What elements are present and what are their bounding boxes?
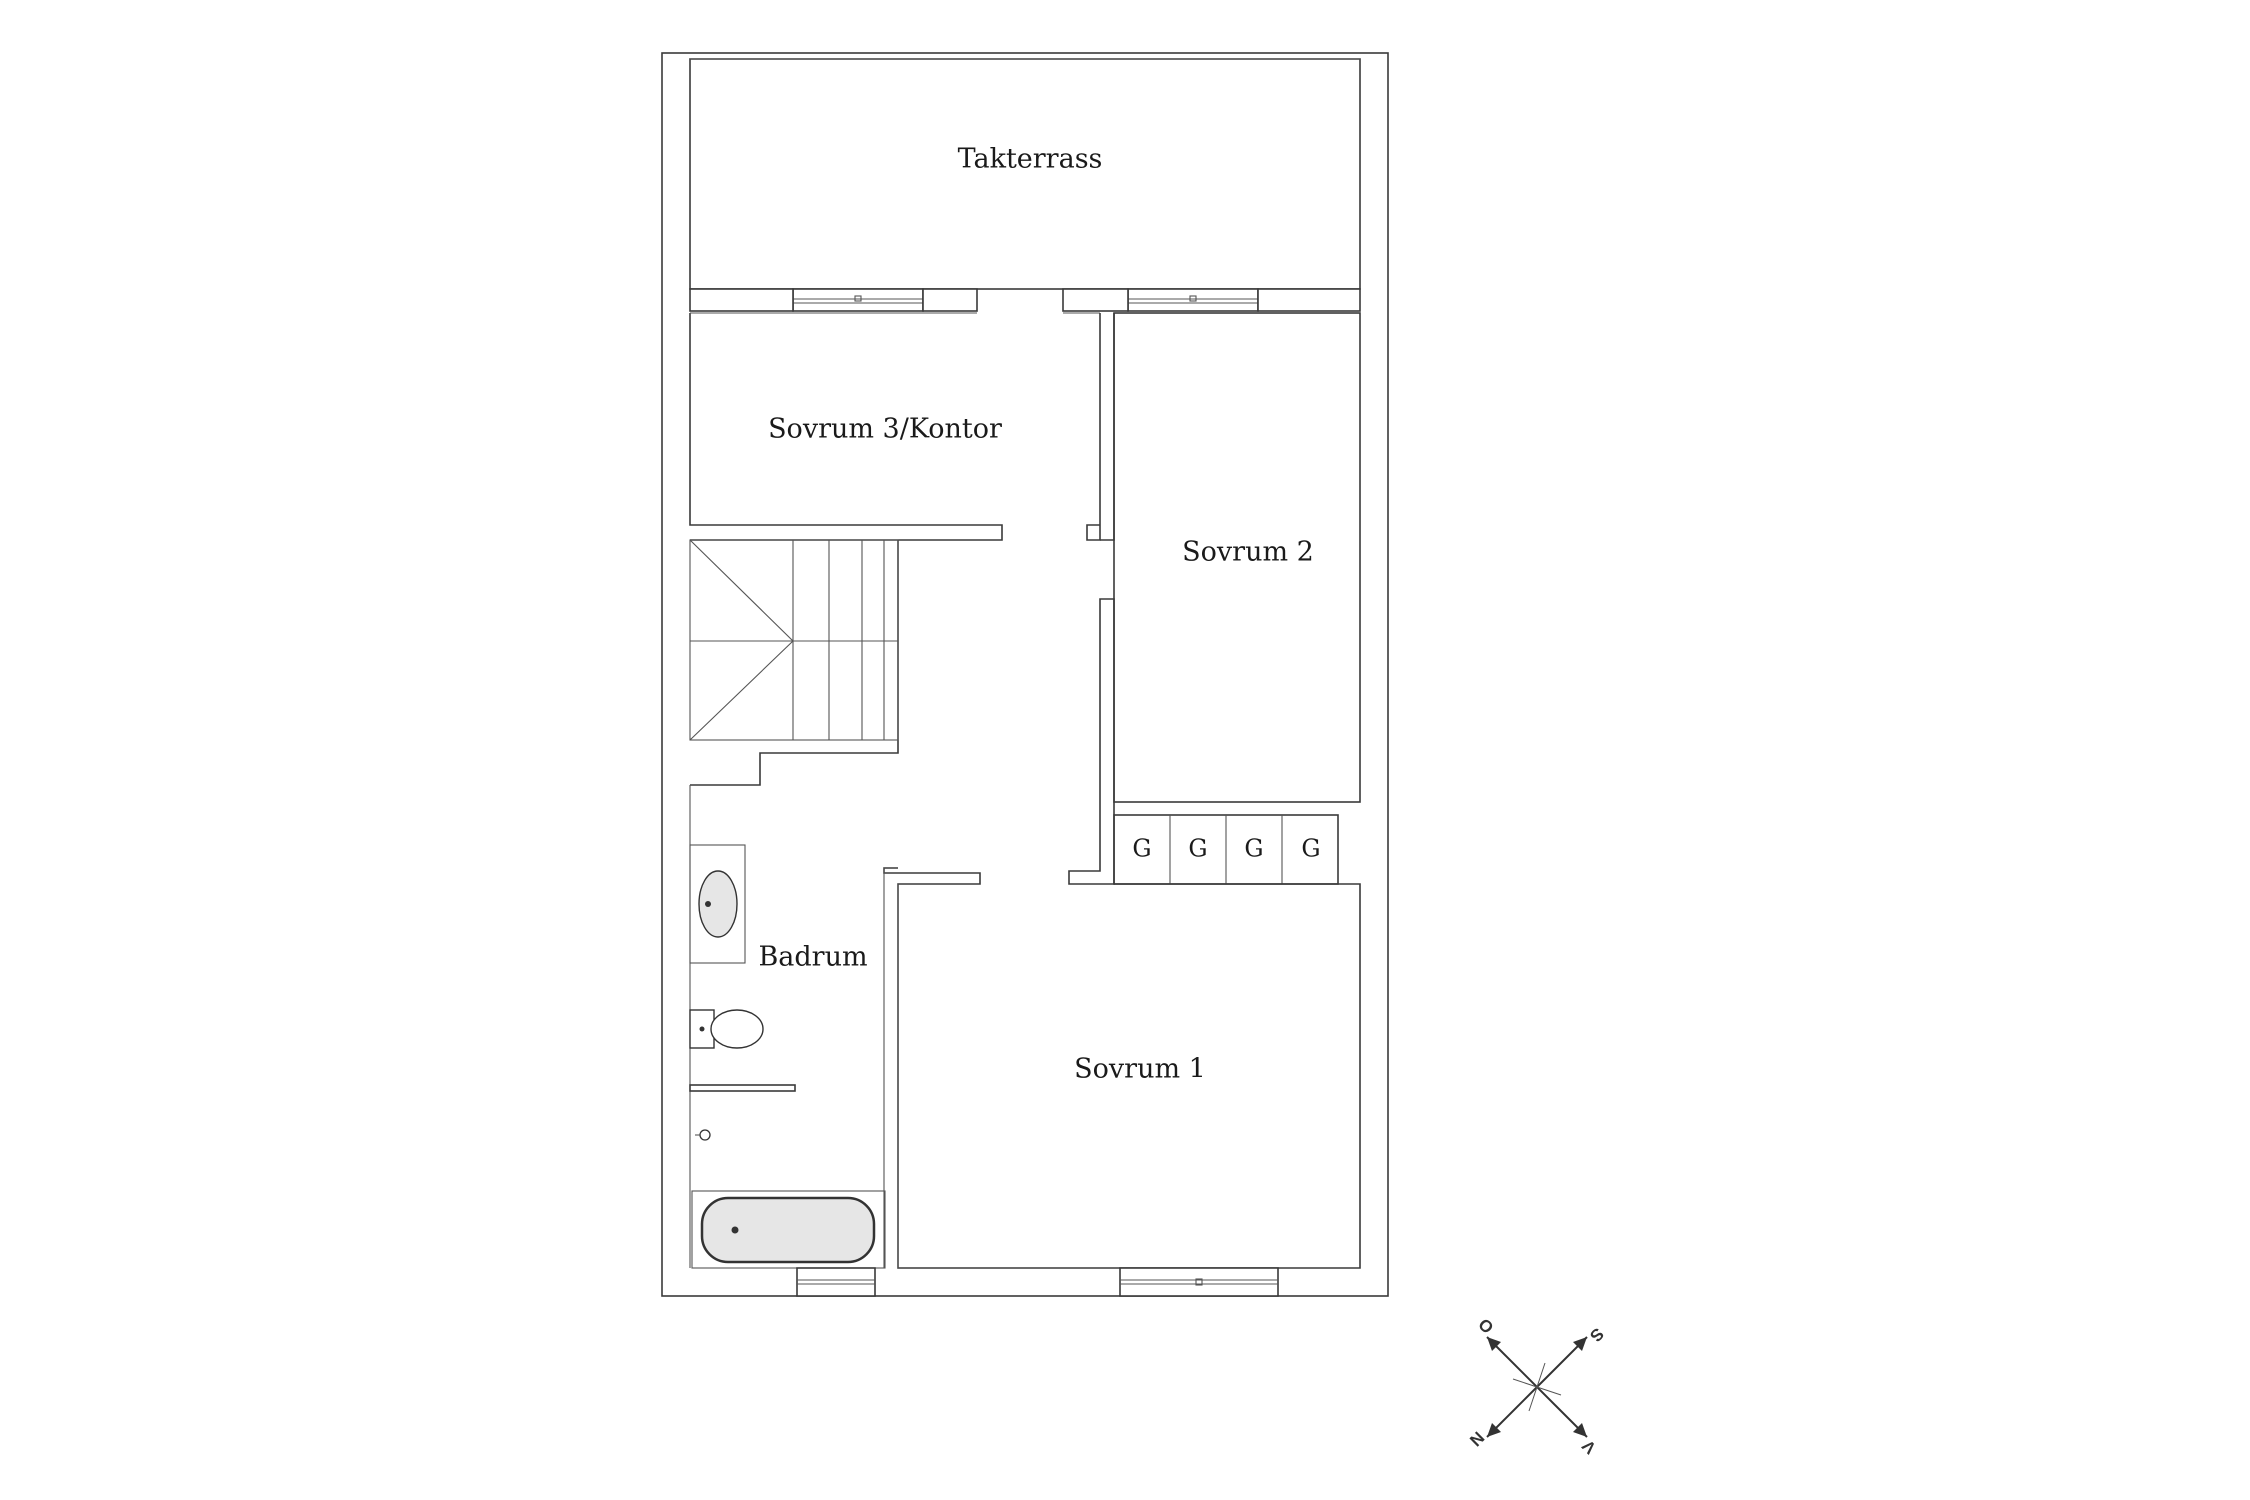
label-sovrum1: Sovrum 1 bbox=[1074, 1054, 1206, 1085]
label-badrum: Badrum bbox=[758, 942, 867, 973]
outer-wall bbox=[661, 52, 1389, 1297]
window-sovrum1 bbox=[1119, 1267, 1279, 1297]
toilet bbox=[689, 1009, 764, 1049]
compass-v: V bbox=[1578, 1436, 1600, 1458]
compass-s: S bbox=[1586, 1324, 1607, 1345]
window-terrace-left bbox=[792, 288, 924, 312]
shower-screen bbox=[689, 1084, 796, 1092]
closet-label: G bbox=[1244, 835, 1263, 863]
window-bathroom bbox=[796, 1267, 876, 1297]
staircase bbox=[689, 539, 899, 741]
window-terrace-right bbox=[1127, 288, 1259, 312]
compass-n: N bbox=[1466, 1428, 1488, 1450]
bathtub bbox=[691, 1190, 886, 1269]
room-sovrum2 bbox=[1113, 312, 1361, 803]
label-takterrass: Takterrass bbox=[958, 144, 1103, 175]
closet-label: G bbox=[1188, 835, 1207, 863]
closet-label: G bbox=[1132, 835, 1151, 863]
label-sovrum2: Sovrum 2 bbox=[1182, 537, 1314, 568]
sink bbox=[689, 844, 746, 964]
compass-o: O bbox=[1474, 1315, 1497, 1338]
compass-icon: O S N V bbox=[1466, 1315, 1607, 1458]
shower-head bbox=[695, 1129, 711, 1141]
closet-label: G bbox=[1301, 835, 1320, 863]
label-sovrum3: Sovrum 3/Kontor bbox=[768, 414, 1002, 445]
